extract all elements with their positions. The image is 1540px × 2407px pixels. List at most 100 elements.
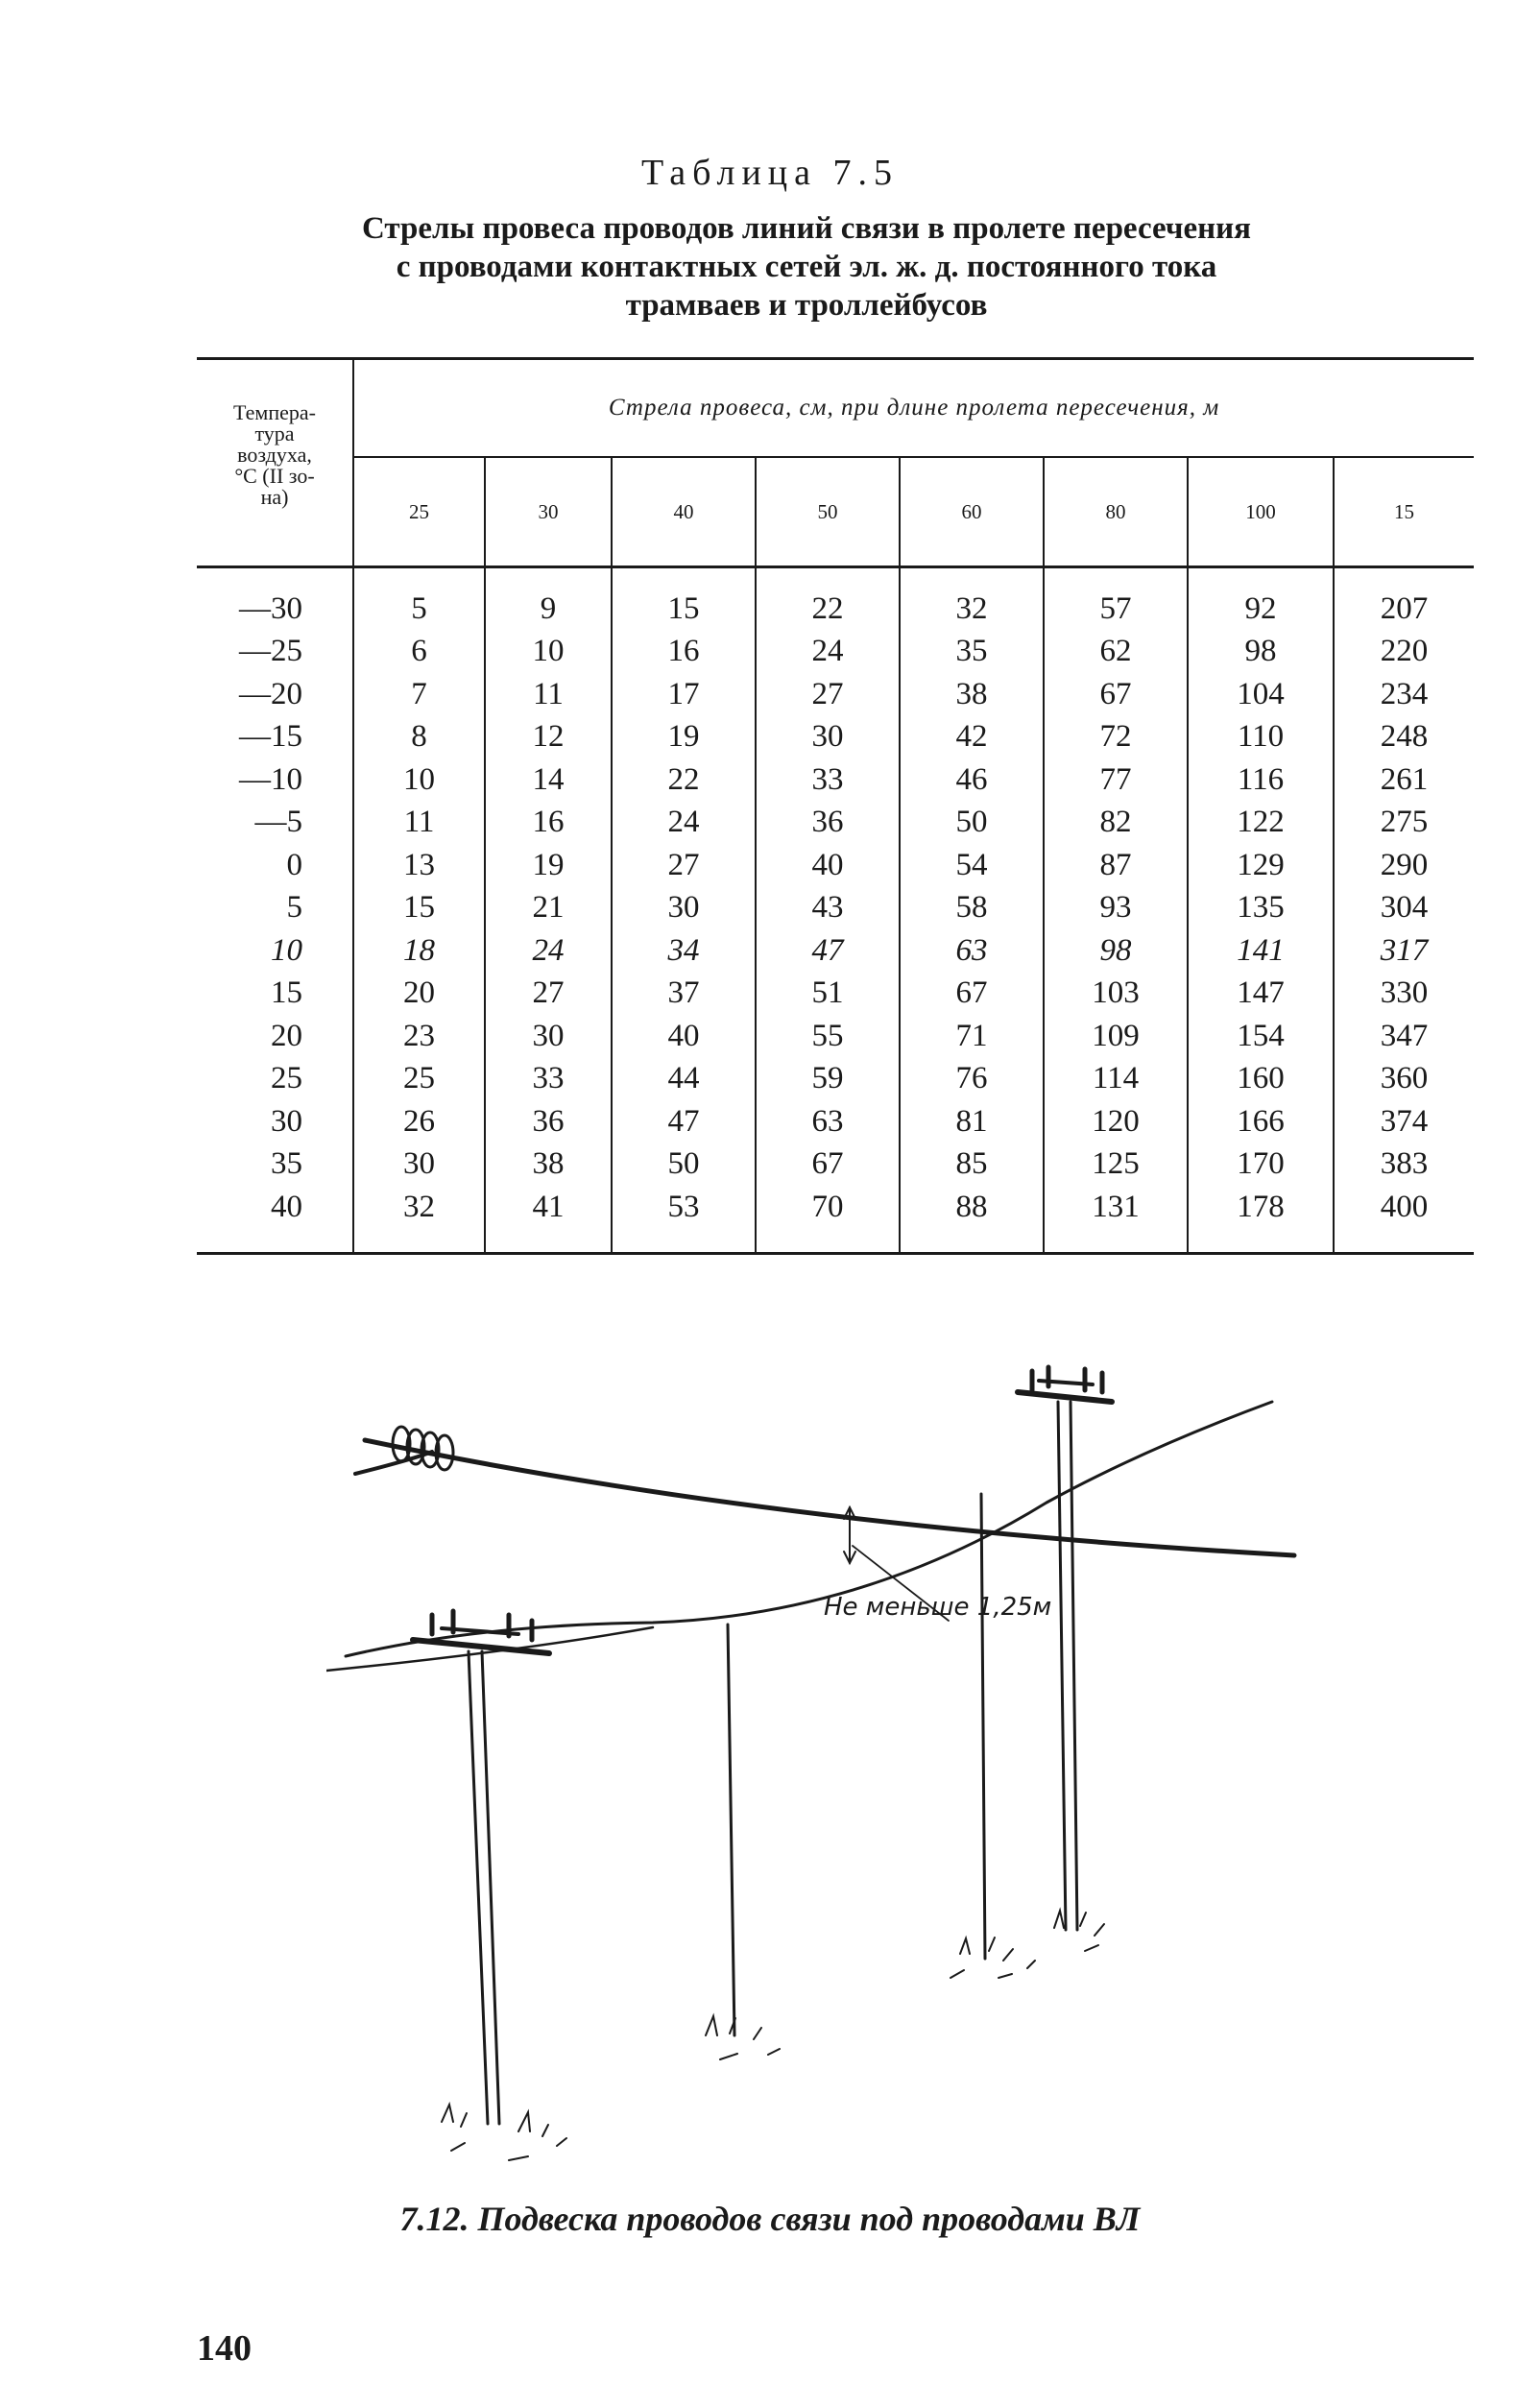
sag-value-cell: 47 xyxy=(755,929,900,973)
sag-value-cell: 50 xyxy=(611,1143,756,1186)
sag-value-cell: 36 xyxy=(484,1100,612,1143)
sag-value-cell: 34 xyxy=(611,929,756,973)
temperature-cell: 0 xyxy=(286,847,303,882)
sag-value-cell: 77 xyxy=(1043,758,1188,802)
leader-line xyxy=(852,1545,950,1622)
temperature-cell: —20 xyxy=(239,676,302,711)
sag-value-cell: 40 xyxy=(755,844,900,887)
sag-value-cell: 103 xyxy=(1043,972,1188,1015)
sag-value-cell: 317 xyxy=(1332,929,1475,973)
sag-value-cell: 22 xyxy=(755,566,900,631)
right-pole-icon xyxy=(1015,1364,1115,1932)
sag-value-cell: 55 xyxy=(755,1015,900,1058)
sag-value-cell: 67 xyxy=(899,972,1044,1015)
sag-value-cell: 32 xyxy=(352,1186,485,1255)
sag-value-cell: 27 xyxy=(484,972,612,1015)
sag-value-cell: 93 xyxy=(1043,886,1188,929)
sag-value-cell: 76 xyxy=(899,1057,1044,1100)
sag-value-cell: 374 xyxy=(1332,1100,1475,1143)
sag-value-cell: 82 xyxy=(1043,801,1188,844)
sag-value-cell: 21 xyxy=(484,886,612,929)
sag-value-cell: 70 xyxy=(755,1186,900,1255)
sag-value-cell: 38 xyxy=(484,1143,612,1186)
sag-value-cell: 125 xyxy=(1043,1143,1188,1186)
sag-value-cell: 40 xyxy=(611,1015,756,1058)
sag-value-cell: 54 xyxy=(899,844,1044,887)
sag-value-cell: 11 xyxy=(484,673,612,716)
sag-value-cell: 120 xyxy=(1043,1100,1188,1143)
sag-value-cell: 116 xyxy=(1187,758,1334,802)
temperature-cell: —15 xyxy=(239,719,302,755)
sag-value-cell: 207 xyxy=(1332,566,1475,631)
sag-value-cell: 35 xyxy=(899,630,1044,673)
sag-value-cell: 110 xyxy=(1187,715,1334,758)
sag-value-cell: 129 xyxy=(1187,844,1334,887)
wire-suspension-illustration: Не меньше 1,25м xyxy=(326,1364,1297,2161)
span-length-header: 25 xyxy=(353,457,485,568)
sag-value-cell: 38 xyxy=(899,673,1044,716)
sag-value-cell: 30 xyxy=(484,1015,612,1058)
sag-value-cell: 67 xyxy=(1043,673,1188,716)
sag-value-cell: 154 xyxy=(1187,1015,1334,1058)
sag-value-cell: 304 xyxy=(1332,886,1475,929)
sag-value-cell: 43 xyxy=(755,886,900,929)
span-length-header: 15 xyxy=(1332,457,1475,568)
sag-value-cell: 33 xyxy=(755,758,900,802)
temperature-cell: 40 xyxy=(197,1186,353,1255)
sag-value-cell: 170 xyxy=(1187,1143,1334,1186)
insulator-icon xyxy=(391,1425,455,1472)
sag-value-cell: 37 xyxy=(611,972,756,1015)
sag-value-cell: 51 xyxy=(755,972,900,1015)
sag-value-cell: 81 xyxy=(899,1100,1044,1143)
temperature-cell: 5 xyxy=(286,890,303,926)
sag-value-cell: 47 xyxy=(611,1100,756,1143)
sag-value-cell: 20 xyxy=(352,972,485,1015)
sag-value-cell: 5 xyxy=(352,566,485,631)
sag-value-cell: 220 xyxy=(1332,630,1475,673)
span-length-header: 80 xyxy=(1043,457,1188,568)
sag-value-cell: 98 xyxy=(1043,929,1188,973)
sag-value-cell: 131 xyxy=(1043,1186,1188,1255)
grass-icon xyxy=(441,1907,1105,2161)
sag-value-cell: 104 xyxy=(1187,673,1334,716)
sag-value-cell: 18 xyxy=(352,929,485,973)
left-pole-icon xyxy=(410,1608,552,2126)
sag-value-cell: 7 xyxy=(352,673,485,716)
temperature-cell: —30 xyxy=(239,590,302,626)
sag-value-cell: 109 xyxy=(1043,1015,1188,1058)
sag-value-cell: 32 xyxy=(899,566,1044,631)
table-title-line: Стрелы провеса проводов линий связи в пр… xyxy=(362,211,1251,246)
communication-wire xyxy=(344,1400,1274,1658)
sag-value-cell: 8 xyxy=(352,715,485,758)
sag-value-cell: 135 xyxy=(1187,886,1334,929)
table-title-line: трамваев и троллейбусов xyxy=(625,288,988,323)
temperature-cell: 15 xyxy=(271,975,302,1011)
sag-value-cell: 290 xyxy=(1332,844,1475,887)
power-line-wire xyxy=(362,1437,1297,1558)
sag-value-cell: 17 xyxy=(611,673,756,716)
sag-value-cell: 275 xyxy=(1332,801,1475,844)
sag-value-cell: 62 xyxy=(1043,630,1188,673)
sag-value-cell: 360 xyxy=(1332,1057,1475,1100)
temperature-header: Темпера- тура воздуха, °С (II зо- на) xyxy=(197,357,354,568)
sag-value-cell: 248 xyxy=(1332,715,1475,758)
sag-value-cell: 63 xyxy=(899,929,1044,973)
sag-value-cell: 67 xyxy=(755,1143,900,1186)
sag-group-header: Стрела провеса, см, при длине пролета пе… xyxy=(353,357,1475,458)
sag-value-cell: 16 xyxy=(611,630,756,673)
sag-value-cell: 88 xyxy=(899,1186,1044,1255)
sag-value-cell: 30 xyxy=(352,1143,485,1186)
temperature-cell: —10 xyxy=(239,761,302,797)
temperature-cell: 10 xyxy=(271,932,302,968)
sag-value-cell: 147 xyxy=(1187,972,1334,1015)
sag-value-cell: 58 xyxy=(899,886,1044,929)
page-number: 140 xyxy=(197,2328,252,2369)
